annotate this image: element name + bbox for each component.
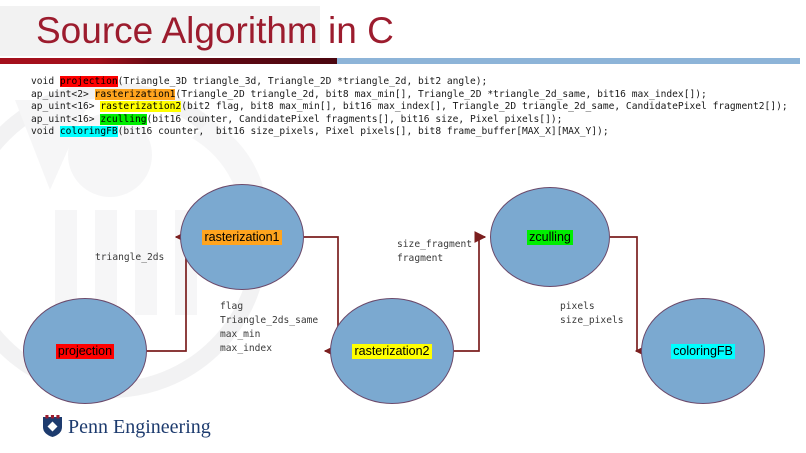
logo-text: Penn Engineering <box>68 415 211 438</box>
node-projection[interactable]: projection <box>23 298 147 404</box>
dataflow-diagram: projection rasterization1 rasterization2… <box>0 170 806 415</box>
divider-rule-red <box>0 58 337 64</box>
node-label-coloringfb: coloringFB <box>671 343 735 359</box>
edge-label-rast1-outputs: flag Triangle_2ds_same max_min max_index <box>220 301 319 354</box>
code-highlight-rasterization1: rasterization1 <box>94 88 176 100</box>
code-line-1: void projection(Triangle_3D triangle_3d,… <box>31 76 488 87</box>
code-line-5: void coloringFB(bit16 counter, bit16 siz… <box>31 126 609 138</box>
node-zculling[interactable]: zculling <box>490 187 610 287</box>
penn-engineering-logo: Penn Engineering <box>42 415 211 438</box>
code-highlight-projection: projection <box>59 76 118 87</box>
node-label-rasterization1: rasterization1 <box>202 229 282 245</box>
node-label-zculling: zculling <box>527 229 573 245</box>
code-line-2: ap_uint<2> rasterization1(Triangle_2D tr… <box>31 88 707 100</box>
code-highlight-rasterization2: rasterization2 <box>100 101 182 113</box>
penn-shield-icon <box>43 415 62 437</box>
edge-label-pixels: pixels size_pixels <box>560 301 624 326</box>
source-code-block: void projection(Triangle_3D triangle_3d,… <box>31 76 791 139</box>
node-label-rasterization2: rasterization2 <box>352 343 432 359</box>
code-highlight-zculling: zculling <box>100 113 147 125</box>
code-line-4: ap_uint<16> zculling(bit16 counter, Cand… <box>31 113 563 125</box>
node-rasterization2[interactable]: rasterization2 <box>330 298 454 404</box>
divider-rule-blue <box>337 58 800 64</box>
node-rasterization1[interactable]: rasterization1 <box>180 184 304 290</box>
edge-label-triangle-2ds: triangle_2ds <box>95 252 165 263</box>
code-highlight-coloringfb: coloringFB <box>59 126 118 138</box>
page-title: Source Algorithm in C <box>36 10 394 51</box>
code-line-3: ap_uint<16> rasterization2(bit2 flag, bi… <box>31 101 788 113</box>
node-coloringfb[interactable]: coloringFB <box>641 298 765 404</box>
node-label-projection: projection <box>55 343 115 359</box>
edge-label-fragment: size_fragment fragment <box>397 239 473 264</box>
title-background <box>0 6 320 56</box>
